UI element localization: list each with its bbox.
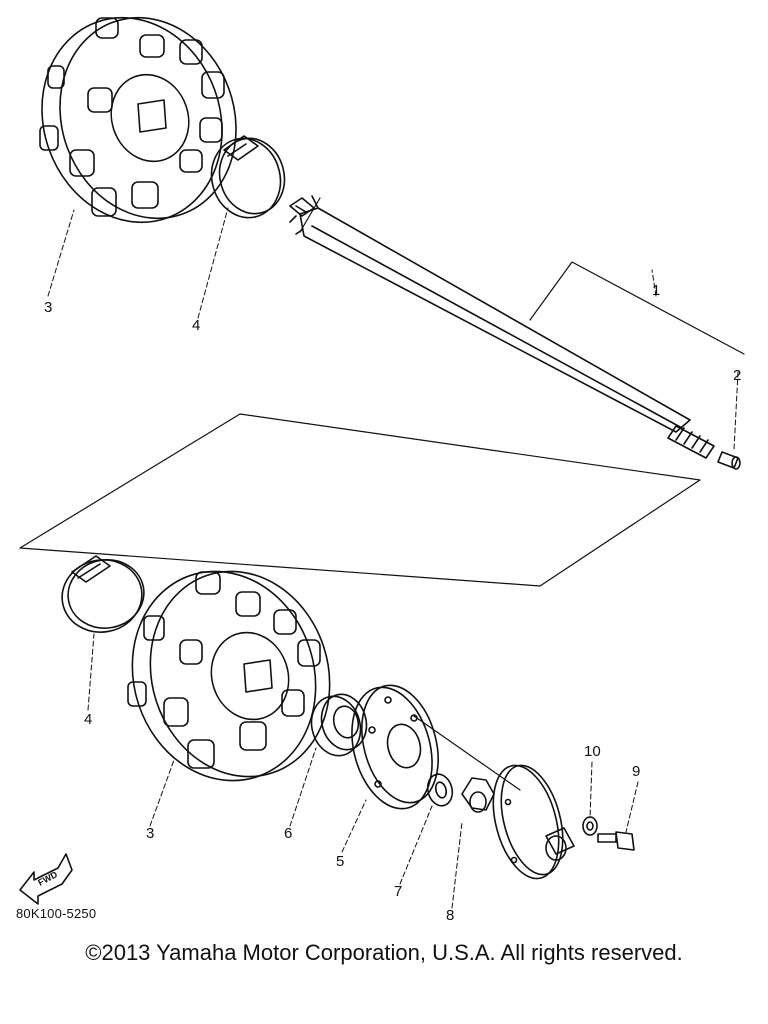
drawing-code: 80K100-5250 (16, 906, 97, 921)
callout-4-top: 4 (192, 317, 200, 334)
assembly-guide-lines (19, 197, 745, 791)
callout-8: 8 (446, 907, 454, 924)
callout-5: 5 (336, 853, 344, 870)
washer (426, 773, 454, 807)
bolt (597, 831, 635, 851)
sprocket-wheel-top (39, 16, 237, 224)
callout-numbers: 1 2 3 4 4 3 6 5 7 8 10 9 (44, 282, 741, 924)
nut (461, 777, 495, 813)
callout-1: 1 (652, 282, 660, 299)
callout-3-top: 3 (44, 299, 52, 316)
lock-washer (582, 816, 598, 836)
callout-10: 10 (584, 743, 601, 760)
shaft-end-cap (717, 451, 741, 470)
hose-clamp-bottom (61, 555, 145, 633)
callout-7: 7 (394, 883, 402, 900)
callout-4-bottom: 4 (84, 711, 92, 728)
callout-2: 2 (733, 367, 741, 384)
bearing (310, 693, 368, 757)
end-plate (492, 764, 575, 880)
bearing-housing (351, 684, 439, 810)
leader-lines (47, 207, 739, 909)
callout-9: 9 (632, 763, 640, 780)
fwd-arrow-icon (19, 853, 73, 905)
sprocket-wheel-bottom (127, 570, 331, 782)
callout-3-bottom: 3 (146, 825, 154, 842)
callout-6: 6 (284, 825, 292, 842)
hose-clamp-top (210, 135, 286, 219)
copyright-notice: ©2013 Yamaha Motor Corporation, U.S.A. A… (85, 940, 683, 965)
drive-shaft (289, 195, 715, 459)
